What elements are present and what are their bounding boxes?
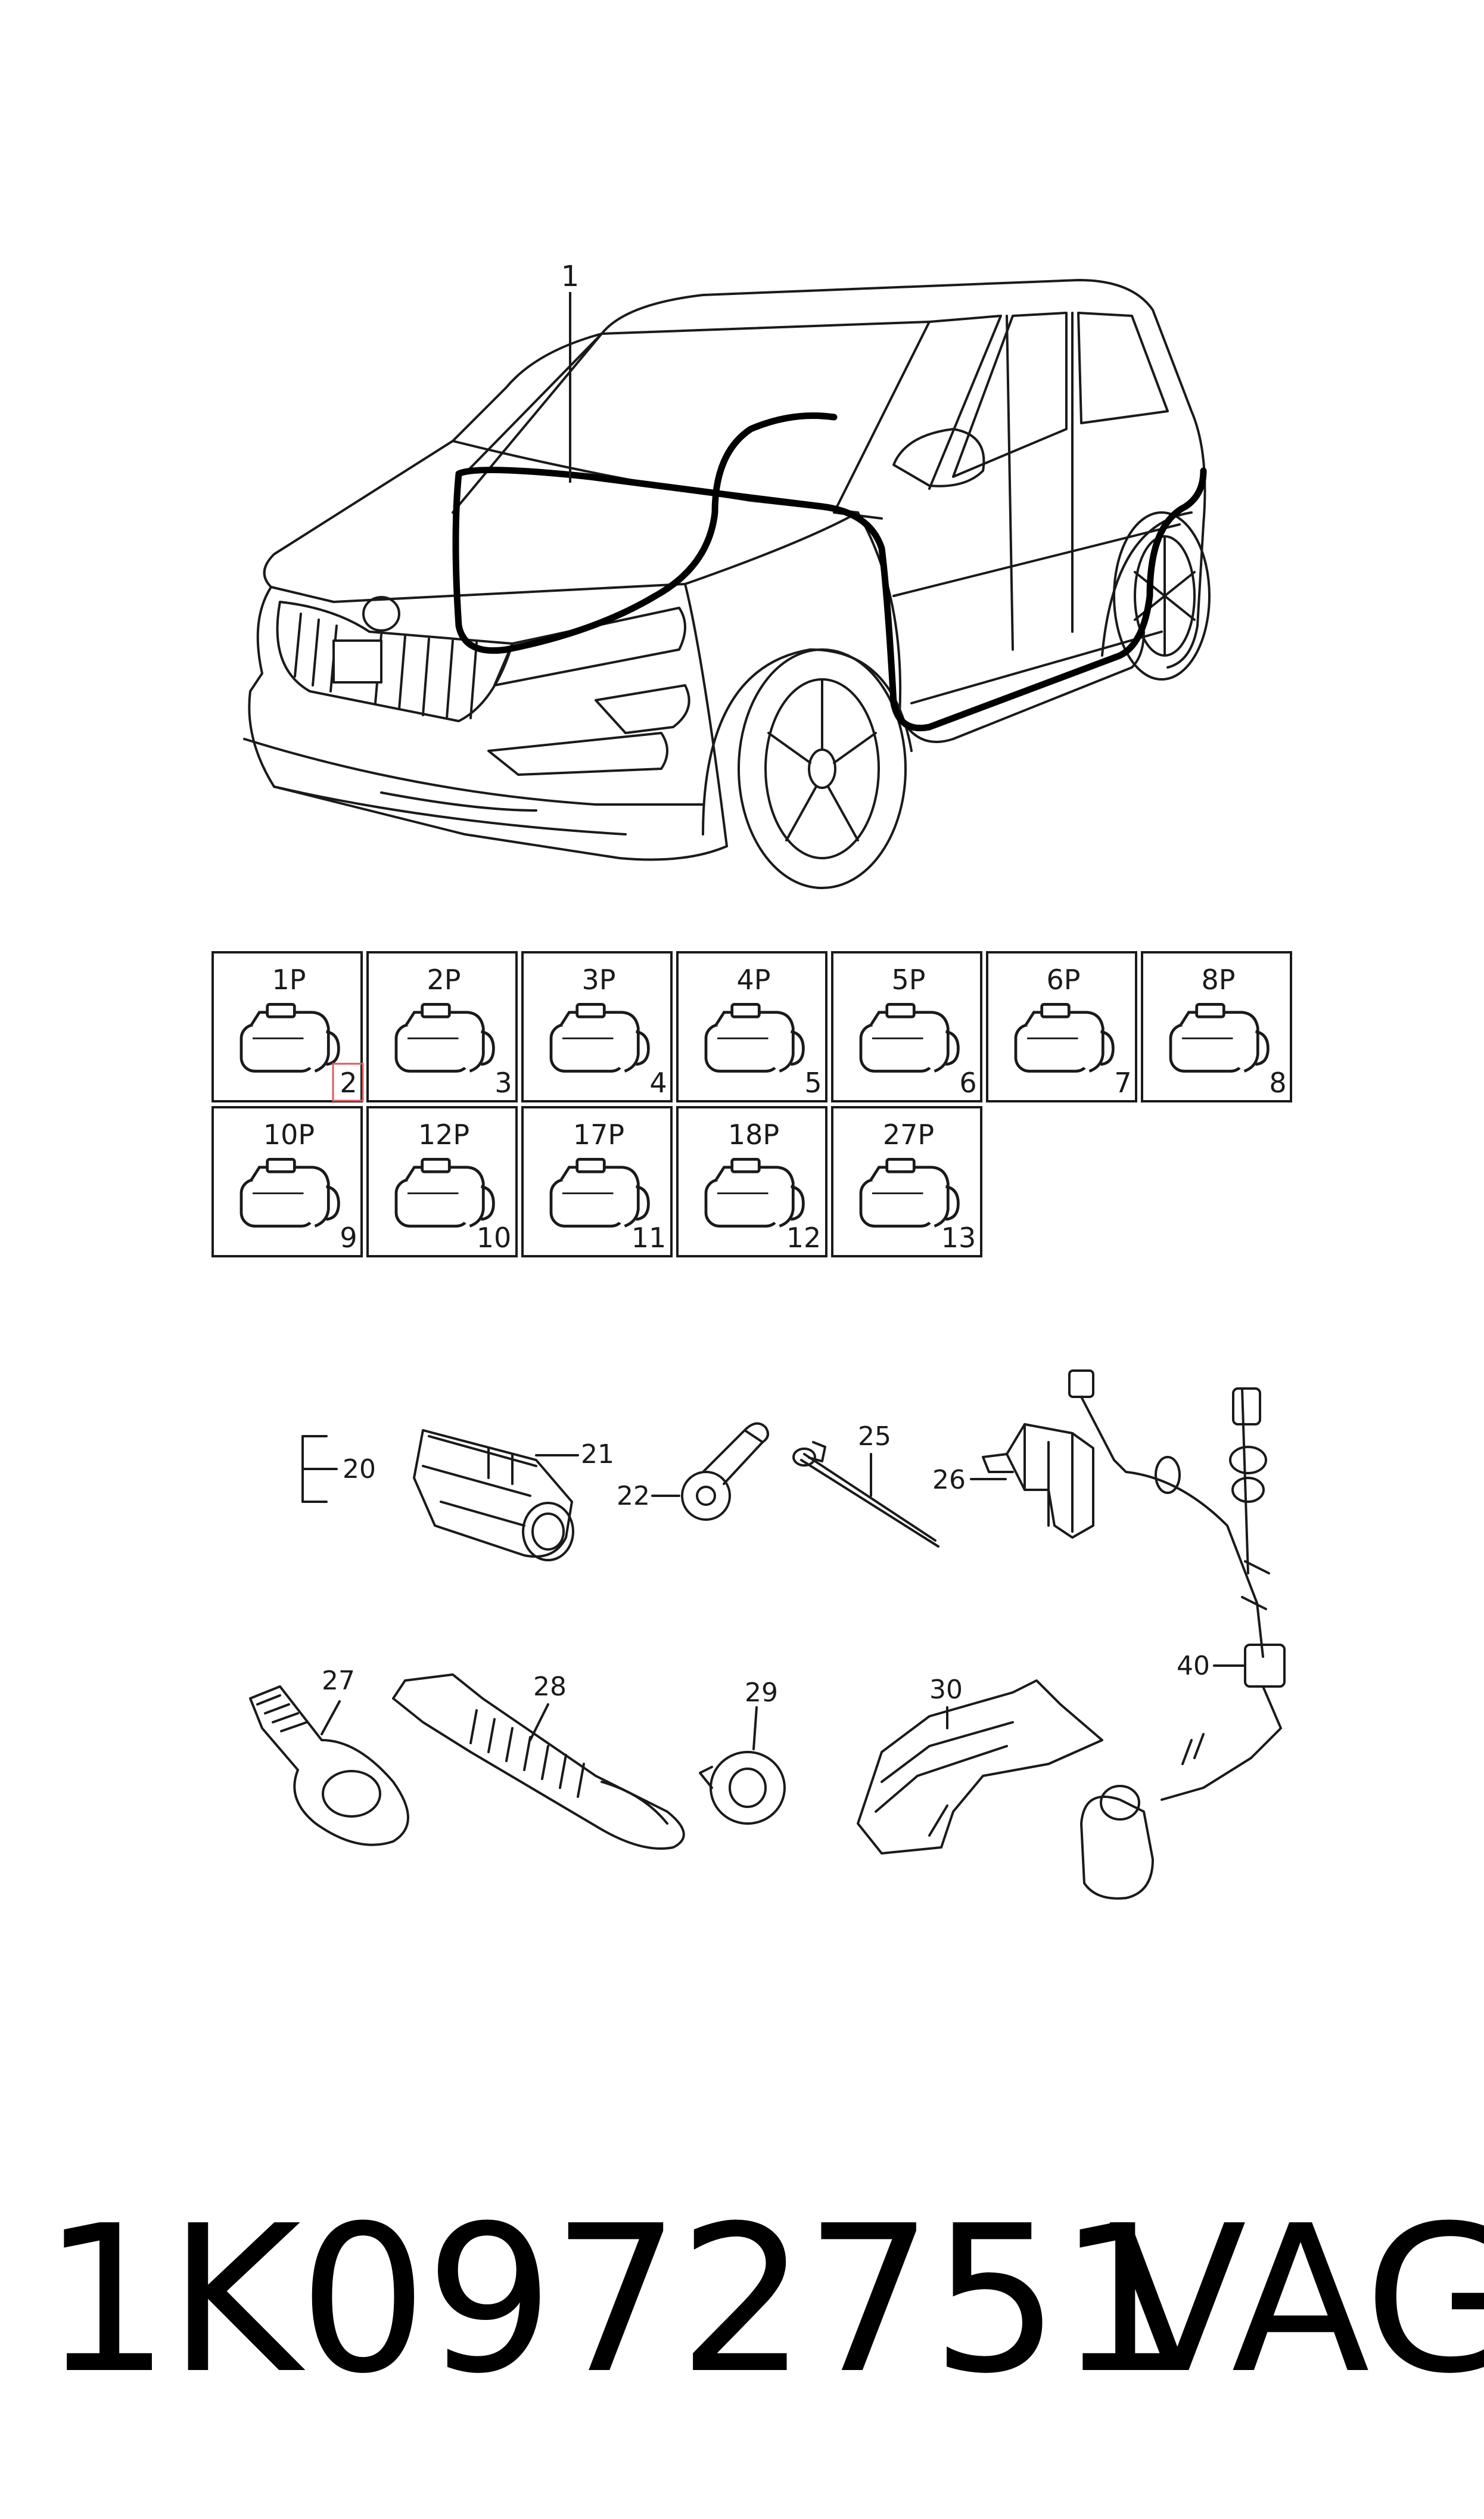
part-number-caption: 1K0972751 <box>42 2182 1187 2418</box>
brand-caption: VAG <box>1108 2182 1484 2418</box>
connector-part-number: 13 <box>941 1222 976 1254</box>
connector-type-label: 27P <box>883 1119 934 1151</box>
callout-26: 26 <box>932 1465 966 1495</box>
connector-type-label: 12P <box>418 1119 469 1151</box>
connector-cell: 27P 13 <box>831 1106 982 1257</box>
part-22-ring-terminal-icon <box>651 1422 769 1521</box>
part-26-holder-icon <box>970 1423 1094 1539</box>
connector-part-number: 7 <box>1114 1067 1131 1099</box>
connector-part-number: 8 <box>1269 1067 1286 1099</box>
part-28-corrugated-tube-icon <box>392 1673 685 1850</box>
part-40-sensor-harness-icon <box>1068 1369 1286 1900</box>
highlight-frame <box>332 1063 364 1102</box>
connector-cell: 6P 7 <box>986 951 1137 1102</box>
callout-27: 27 <box>322 1666 355 1696</box>
connector-cell: 2P 3 <box>366 951 518 1102</box>
callout-25: 25 <box>858 1421 891 1452</box>
connector-part-number: 9 <box>340 1222 357 1254</box>
connector-type-label: 8P <box>1201 964 1235 996</box>
connector-cell: 1P 2 <box>211 951 364 1102</box>
connector-part-number: 10 <box>477 1222 512 1254</box>
connector-type-label: 18P <box>728 1119 779 1151</box>
connector-part-number: 2 <box>340 1067 357 1099</box>
callout-30: 30 <box>929 1675 963 1705</box>
connector-type-label: 10P <box>263 1119 315 1151</box>
callout-20: 20 <box>343 1454 376 1484</box>
part-27-grommet-icon <box>249 1685 409 1846</box>
connector-type-label: 17P <box>573 1119 624 1151</box>
connector-type-label: 2P <box>427 964 461 996</box>
callout-40: 40 <box>1177 1651 1210 1681</box>
vehicle-illustration <box>243 279 1211 889</box>
connector-cell: 10P 9 <box>211 1106 363 1257</box>
connector-cell: 4P 5 <box>676 951 827 1102</box>
part-20-clip-icon <box>301 1435 338 1503</box>
connector-cell: 3P 4 <box>521 951 673 1102</box>
harness-route <box>452 412 1207 732</box>
connector-cell: 8P 8 <box>1141 951 1292 1102</box>
callout-29: 29 <box>745 1678 778 1708</box>
connector-part-number: 5 <box>804 1067 822 1099</box>
connector-cell: 18P 12 <box>676 1106 827 1257</box>
callout-22: 22 <box>617 1481 650 1511</box>
part-30-cable-duct-icon <box>857 1679 1103 1855</box>
part-21-connector-housing-icon <box>413 1429 579 1561</box>
connector-cell: 5P 6 <box>831 951 982 1102</box>
connector-cell: 17P 11 <box>521 1106 673 1257</box>
callout-1: 1 <box>561 260 580 293</box>
connector-cell: 12P 10 <box>366 1106 518 1257</box>
connector-part-number: 11 <box>631 1222 667 1254</box>
connector-part-number: 6 <box>959 1067 976 1099</box>
connector-part-number: 3 <box>494 1067 512 1099</box>
callout-28: 28 <box>533 1672 567 1702</box>
connector-type-label: 6P <box>1046 964 1080 996</box>
part-29-round-grommet-icon <box>699 1706 786 1825</box>
connector-type-label: 5P <box>891 964 925 996</box>
connector-grid: 1P 2 2P 3 3P 4 4P 5 5P 6 <box>211 951 1292 1257</box>
part-25-pin-icon <box>792 1441 939 1548</box>
connector-type-label: 4P <box>736 964 770 996</box>
connector-part-number: 4 <box>649 1067 667 1099</box>
connector-type-label: 1P <box>272 964 306 996</box>
connector-part-number: 12 <box>786 1222 822 1254</box>
connector-type-label: 3P <box>581 964 615 996</box>
callout-21: 21 <box>581 1439 614 1470</box>
